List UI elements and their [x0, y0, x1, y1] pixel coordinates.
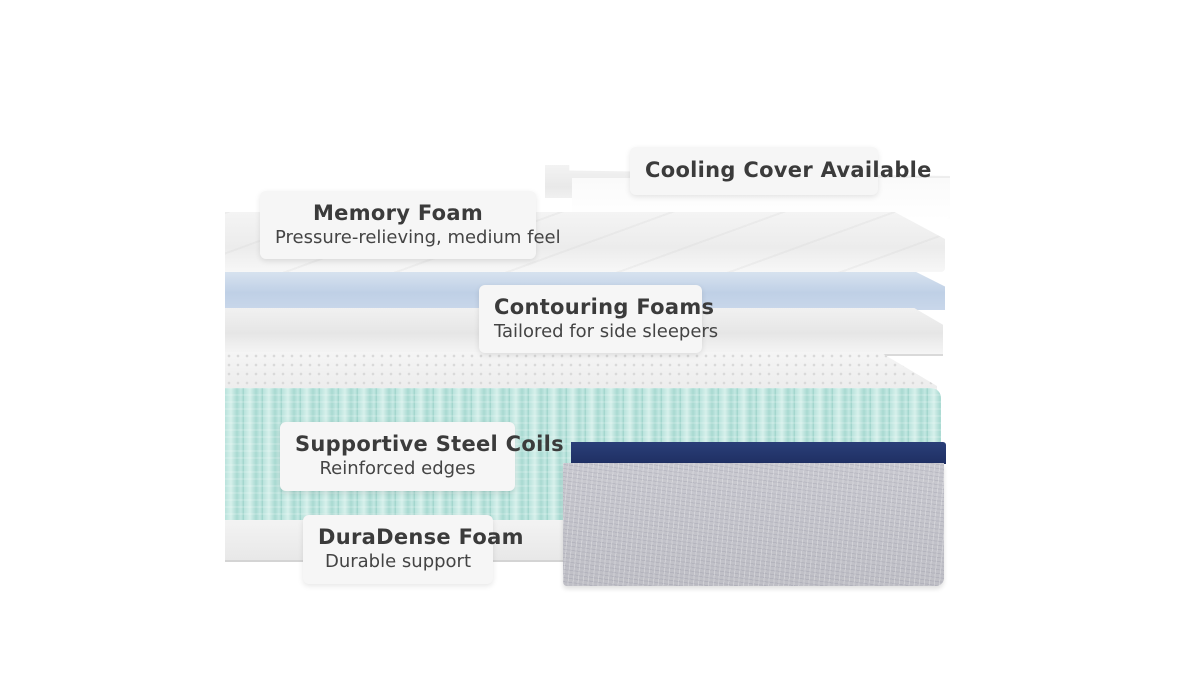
mattress-cover-band — [571, 442, 946, 464]
duradense-foam-title: DuraDense Foam — [318, 525, 524, 549]
duradense-foam-subtitle: Durable support — [324, 551, 472, 572]
memory-foam-subtitle: Pressure-relieving, medium feel — [275, 227, 561, 248]
steel-coils-label: Supportive Steel Coils Reinforced edges — [280, 422, 564, 491]
cooling-cover-title: Cooling Cover Available — [645, 158, 932, 182]
mattress-cover-fabric — [563, 463, 944, 586]
cooling-cover-label: Cooling Cover Available — [630, 147, 932, 195]
contouring-foams-label: Contouring Foams Tailored for side sleep… — [479, 285, 719, 353]
contouring-foams-title: Contouring Foams — [494, 295, 715, 319]
duradense-foam-label: DuraDense Foam Durable support — [303, 515, 524, 584]
steel-coils-subtitle: Reinforced edges — [319, 458, 476, 479]
quilted-coil-top — [225, 352, 937, 392]
memory-foam-label: Memory Foam Pressure-relieving, medium f… — [260, 191, 561, 259]
steel-coils-title: Supportive Steel Coils — [295, 432, 564, 456]
contouring-foams-subtitle: Tailored for side sleepers — [494, 321, 719, 342]
memory-foam-title: Memory Foam — [312, 201, 484, 225]
